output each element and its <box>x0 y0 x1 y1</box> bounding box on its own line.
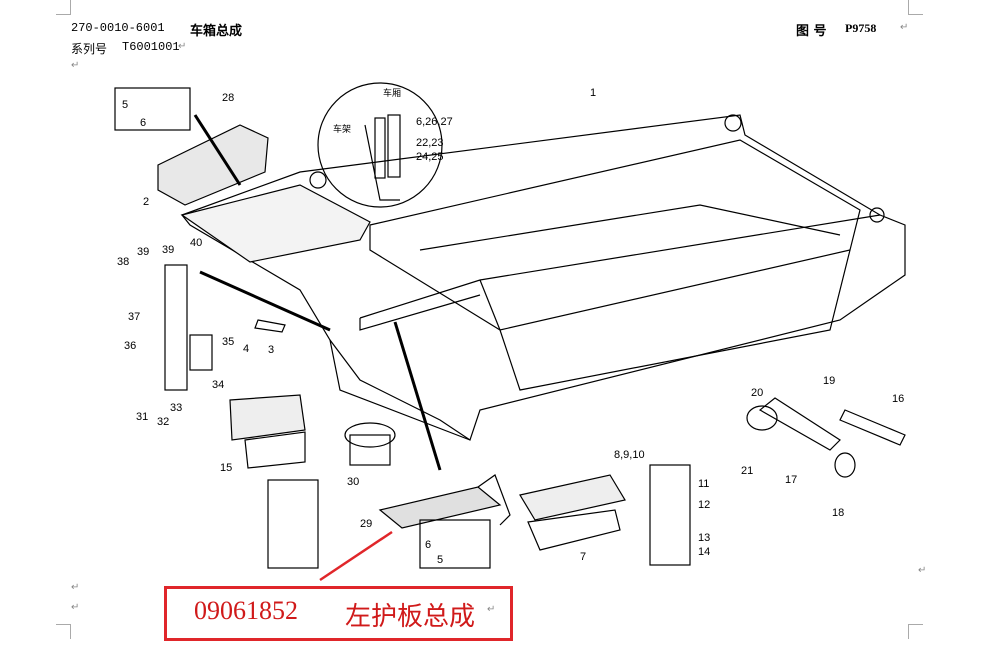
doc-code: 270-0010-6001 <box>71 21 165 35</box>
crop-mark <box>908 0 923 15</box>
detail-inset <box>317 82 443 208</box>
doc-title: 车箱总成 <box>190 24 243 39</box>
drawing-label: 图 号 <box>796 24 827 39</box>
callout-37: 37 <box>128 311 140 323</box>
callout-39: 39 <box>162 244 174 256</box>
callout-17: 17 <box>785 474 797 486</box>
paragraph-mark: ↵ <box>71 60 80 71</box>
callout-6: 6 <box>140 117 146 129</box>
drawing-number: P9758 <box>845 21 877 35</box>
callout-2: 2 <box>143 196 149 208</box>
callout-20: 20 <box>751 387 763 399</box>
callout-15: 15 <box>220 462 232 474</box>
highlight-part-number: 09061852 <box>194 596 298 625</box>
series-number: T6001001 <box>122 40 180 54</box>
callout-40: 40 <box>190 237 202 249</box>
callout-28: 28 <box>222 92 234 104</box>
callout-33: 33 <box>170 402 182 414</box>
paragraph-mark: ↵ <box>918 565 927 576</box>
series-label: 系列号 <box>71 42 108 56</box>
detail-label-frame: 车架 <box>333 123 351 134</box>
callout-24-25: 24,25 <box>416 151 444 163</box>
callout-31: 31 <box>136 411 148 423</box>
paragraph-mark: ↵ <box>71 582 80 593</box>
callout-18: 18 <box>832 507 844 519</box>
callout-11: 11 <box>698 478 709 490</box>
callout-30: 30 <box>347 476 359 488</box>
callout-13: 13 <box>698 532 710 544</box>
highlight-part-name: 左护板总成 <box>345 602 476 631</box>
highlight-box <box>164 586 513 641</box>
crop-mark <box>908 624 923 639</box>
callout-39: 39 <box>137 246 149 258</box>
callout-5: 5 <box>437 554 443 566</box>
crop-mark <box>56 0 71 15</box>
callout-1: 1 <box>590 87 596 99</box>
callout-22-23: 22,23 <box>416 137 444 149</box>
callout-38: 38 <box>117 256 129 268</box>
callout-34: 34 <box>212 379 224 391</box>
callout-29: 29 <box>360 518 372 530</box>
paragraph-mark: ↵ <box>487 604 496 615</box>
callout-36: 36 <box>124 340 136 352</box>
callout-7: 7 <box>580 551 586 563</box>
callout-4: 4 <box>243 343 249 355</box>
callout-32: 32 <box>157 416 169 428</box>
callout-35: 35 <box>222 336 234 348</box>
callout-12: 12 <box>698 499 710 511</box>
callout-6-26-27: 6,26,27 <box>416 116 453 128</box>
callout-6: 6 <box>425 539 431 551</box>
paragraph-mark: ↵ <box>71 602 80 613</box>
paragraph-mark: ↵ <box>178 41 187 52</box>
callout-21: 21 <box>741 465 753 477</box>
callout-8-9-10: 8,9,10 <box>614 449 645 461</box>
detail-label-body: 车厢 <box>383 87 401 98</box>
callout-14: 14 <box>698 546 710 558</box>
highlight-leader-line <box>319 530 393 582</box>
callout-3: 3 <box>268 344 274 356</box>
callout-5: 5 <box>122 99 128 111</box>
paragraph-mark: ↵ <box>900 22 909 33</box>
crop-mark <box>56 624 71 639</box>
callout-16: 16 <box>892 393 904 405</box>
callout-19: 19 <box>823 375 835 387</box>
dump-body-outline <box>181 114 906 441</box>
